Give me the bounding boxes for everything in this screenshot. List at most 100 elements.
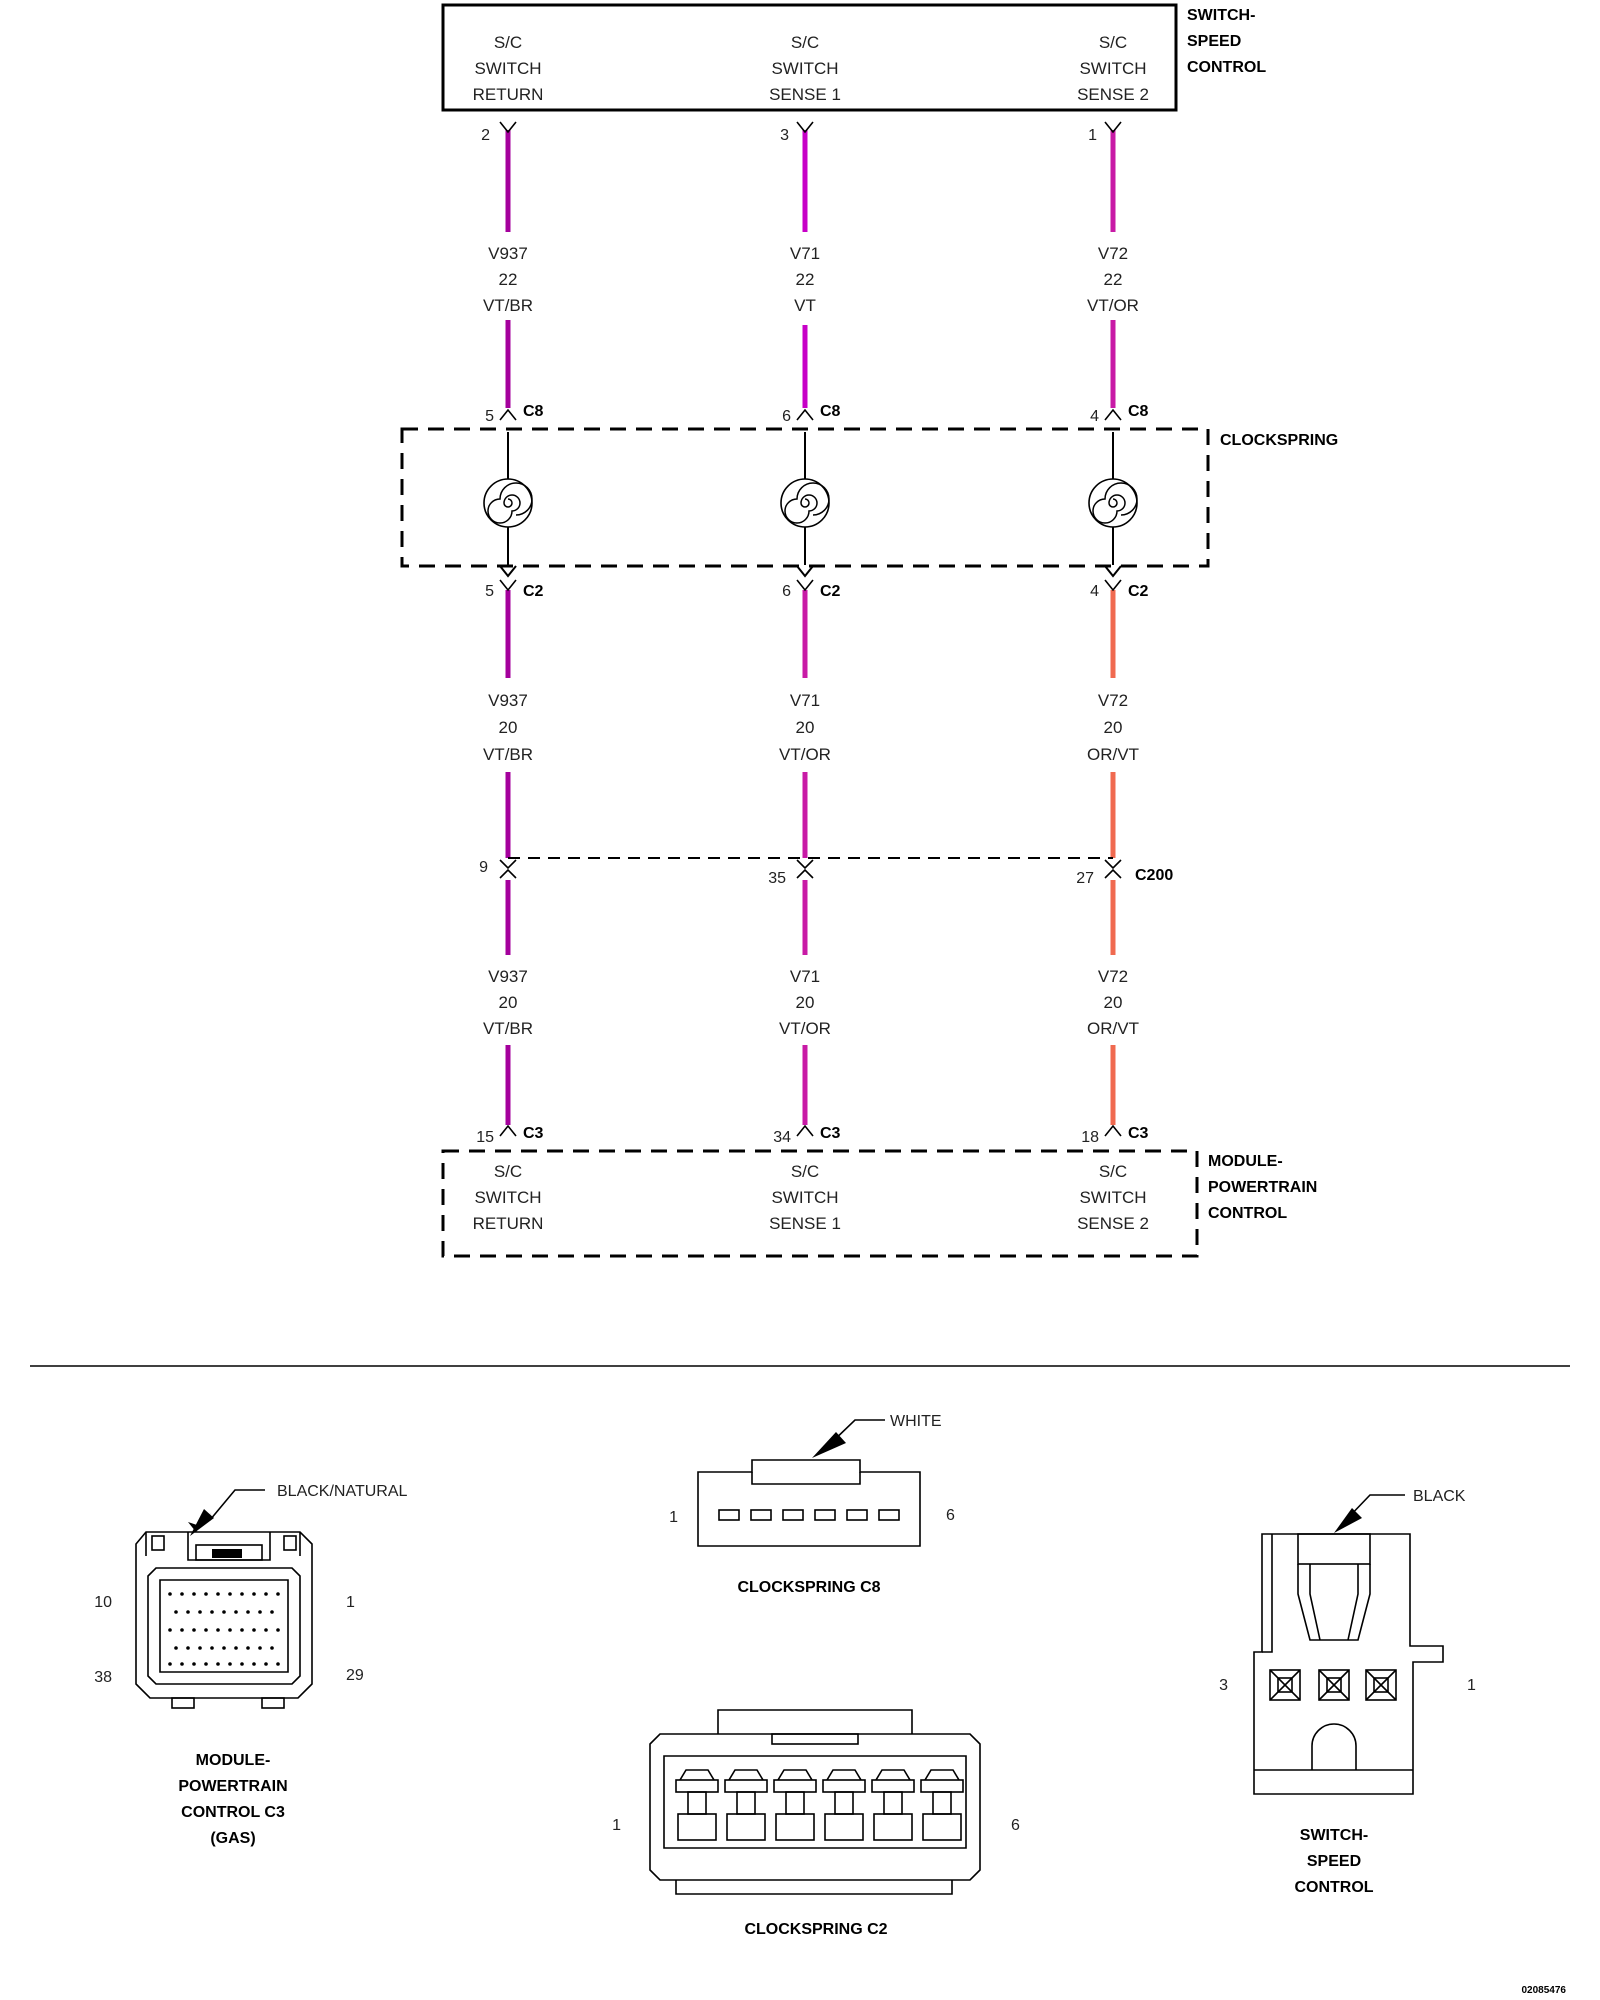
pcm-c3-latch-fill <box>212 1549 242 1558</box>
sw-pin-1-label: 1 <box>1467 1677 1476 1694</box>
pcm-c3-pin-dot <box>192 1592 196 1596</box>
pcm-c3-face <box>147 1567 301 1685</box>
clockspring-component: CLOCKSPRING <box>400 427 1338 578</box>
c8-pin-1: 5 <box>485 408 494 425</box>
pcm-c3-pin-29-label: 29 <box>346 1667 364 1684</box>
clockspring-spiral-3 <box>1092 482 1138 524</box>
c2-face <box>663 1755 967 1849</box>
c200-pin-1: 9 <box>479 859 488 876</box>
pcm-c3-pin-dot <box>222 1646 226 1650</box>
pcm-pin-3-line-2: SWITCH <box>1079 1188 1146 1207</box>
c2-cavity-part <box>675 1779 719 1793</box>
sw-latch-top <box>1297 1533 1371 1565</box>
seg1-c2-circuit: V71 <box>790 244 820 263</box>
sw-callout-arrowhead <box>1334 1508 1362 1533</box>
c2-cavity-part <box>728 1769 764 1781</box>
sw-caption-3: CONTROL <box>1294 1879 1373 1896</box>
c2-latch <box>771 1733 859 1745</box>
pcm-c3-pin-dot <box>276 1662 280 1666</box>
seg2-c3-circuit: V72 <box>1098 691 1128 710</box>
c3-label-1: C3 <box>523 1125 544 1142</box>
pcm-c3-caption-2: POWERTRAIN <box>178 1778 287 1795</box>
sw-body <box>1253 1533 1444 1795</box>
pcm-c3-pin-dot <box>270 1610 274 1614</box>
c2-caption: CLOCKSPRING C2 <box>744 1921 887 1938</box>
pcm-c3-bottom-tab-left <box>171 1697 195 1709</box>
seg1-c1-gauge: 22 <box>499 270 518 289</box>
seg2-c3-color: OR/VT <box>1087 745 1139 764</box>
pcm-c3-pin-dot <box>216 1628 220 1632</box>
c8-label-3: C8 <box>1128 403 1149 420</box>
c2-cavity-part <box>920 1779 964 1793</box>
sw-callout-text: BLACK <box>1413 1488 1466 1505</box>
top-pin-2-line-1: S/C <box>791 33 819 52</box>
c8-label-2: C8 <box>820 403 841 420</box>
pcm-c3-pin-dot <box>168 1592 172 1596</box>
c2-cavity-part <box>924 1769 960 1781</box>
pcm-c3-pin-dot <box>252 1628 256 1632</box>
pcm-c3-pin-dot <box>270 1646 274 1650</box>
clockspring-arrow-3 <box>1104 565 1122 578</box>
pcm-component: MODULE- POWERTRAIN CONTROL S/C SWITCH RE… <box>441 1149 1317 1258</box>
seg3-c3-circuit: V72 <box>1098 967 1128 986</box>
switch-speed-control-name-2: SPEED <box>1187 33 1241 50</box>
c2-cavity-part <box>726 1813 766 1841</box>
c2-cavity-part <box>826 1769 862 1781</box>
pcm-c3-pin-dot <box>234 1610 238 1614</box>
pin-symbol-c2-1 <box>499 579 517 592</box>
c2-cavity-part <box>687 1791 707 1815</box>
sw-terminals <box>1269 1669 1397 1701</box>
c2-cavity-part <box>822 1779 866 1793</box>
seg1-c3-circuit: V72 <box>1098 244 1128 263</box>
c2-cavity-part <box>932 1791 952 1815</box>
pcm-c3-pin-dot <box>180 1628 184 1632</box>
c2-cavity-part <box>922 1813 962 1841</box>
clockspring-dashed-box <box>400 427 1210 568</box>
c2-cavity-part <box>824 1813 864 1841</box>
seg3-c2-color: VT/OR <box>779 1019 831 1038</box>
seg3-c2-gauge: 20 <box>796 993 815 1012</box>
c8-body <box>697 1459 921 1547</box>
top-pin-1-line-3: RETURN <box>473 85 544 104</box>
pcm-c3-pin-dot <box>204 1592 208 1596</box>
pcm-dashed-box <box>441 1149 1199 1258</box>
c3-pin-3: 18 <box>1081 1129 1099 1146</box>
pcm-c3-pin-dot <box>204 1628 208 1632</box>
seg2-c2-circuit: V71 <box>790 691 820 710</box>
pcm-c3-pin-dot <box>228 1592 232 1596</box>
pcm-c3-callout-arrow <box>188 1512 212 1532</box>
pin-symbol-c2-3 <box>1104 579 1122 592</box>
c2-cavity-part <box>773 1779 817 1793</box>
pin-symbol-c3-2 <box>796 1124 814 1137</box>
pin-symbol-top-2 <box>796 121 814 134</box>
c8-cavity-5 <box>846 1509 868 1521</box>
c8-cavities <box>718 1509 900 1521</box>
figure-id: 02085476 <box>1522 1985 1567 1996</box>
sw-terminal-3-x <box>1269 1669 1301 1701</box>
sw-terminal-2-inner <box>1326 1677 1342 1693</box>
seg3-c2-circuit: V71 <box>790 967 820 986</box>
seg2-c1-gauge: 20 <box>499 718 518 737</box>
c3-label-2: C3 <box>820 1125 841 1142</box>
sw-key-arch <box>1311 1723 1357 1770</box>
c2-cavity-part <box>679 1769 715 1781</box>
pcm-c3-pin-dot <box>234 1646 238 1650</box>
c8-label-1: C8 <box>523 403 544 420</box>
c8-cavity-2 <box>750 1509 772 1521</box>
c3-label-3: C3 <box>1128 1125 1149 1142</box>
seg2-c2-gauge: 20 <box>796 718 815 737</box>
pcm-pin-3-line-1: S/C <box>1099 1162 1127 1181</box>
pcm-c3-pin-dot <box>264 1662 268 1666</box>
pcm-pin-1-line-1: S/C <box>494 1162 522 1181</box>
sw-pin-3-label: 3 <box>1219 1677 1228 1694</box>
pcm-c3-pin-dot <box>198 1610 202 1614</box>
switch-speed-control-connector-view: BLACK 3 1 SWITCH- SPEED CONTROL <box>1219 1488 1476 1896</box>
c2-cavities <box>675 1769 964 1841</box>
c8-pin-6-label: 6 <box>946 1507 955 1524</box>
c2-label-3: C2 <box>1128 583 1149 600</box>
pcm-c3-pin-dot <box>174 1646 178 1650</box>
c2-cavity-part <box>875 1769 911 1781</box>
pcm-c3-pin-dot <box>240 1592 244 1596</box>
pcm-c3-pin-dot <box>222 1610 226 1614</box>
c2-cavity-part <box>883 1791 903 1815</box>
